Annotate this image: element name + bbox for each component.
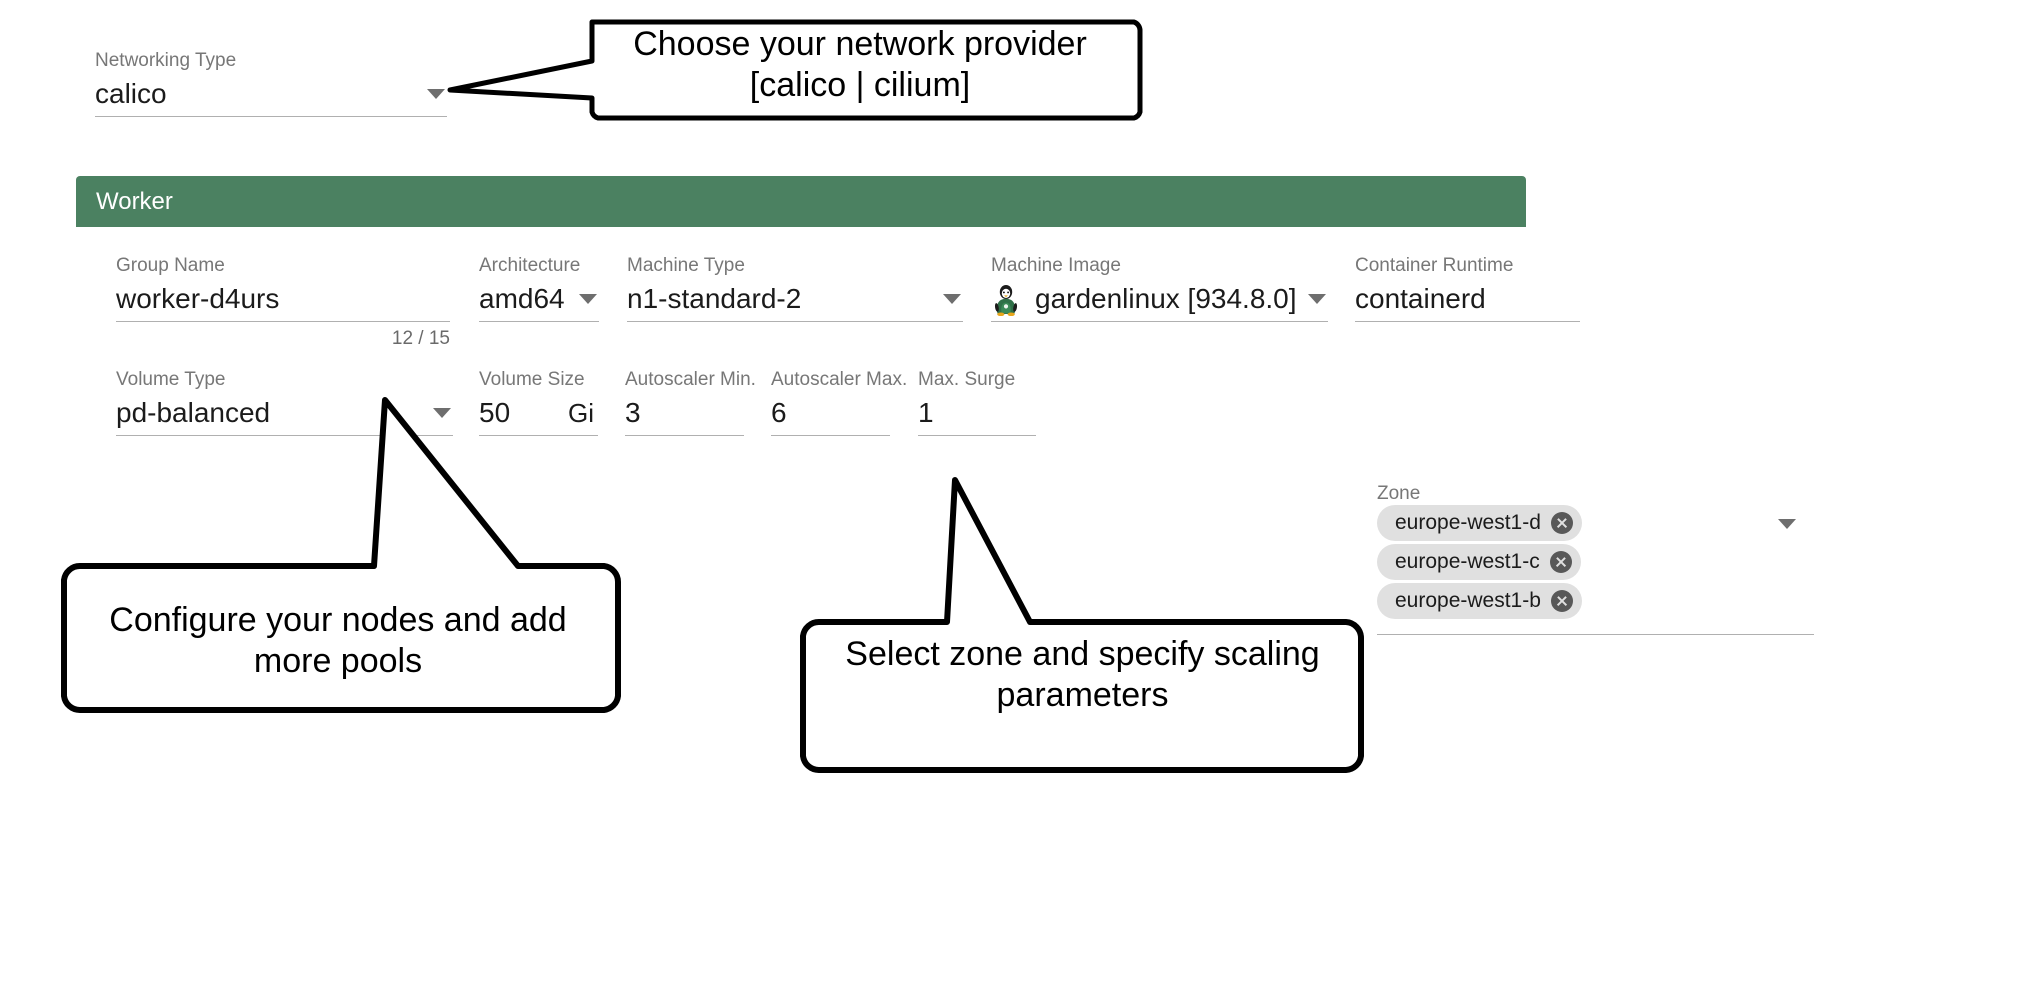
- volume-type-label: Volume Type: [116, 369, 226, 390]
- max-surge-field[interactable]: Max. Surge 1: [918, 369, 1036, 436]
- close-circle-icon[interactable]: [1550, 512, 1573, 534]
- networking-type-select[interactable]: calico: [95, 72, 447, 117]
- chevron-down-icon[interactable]: [943, 294, 961, 304]
- callout-right-text: Select zone and specify scaling paramete…: [845, 635, 1320, 714]
- architecture-label: Architecture: [479, 255, 581, 276]
- machine-type-field[interactable]: Machine Type n1-standard-2: [627, 255, 963, 322]
- zone-chip-label: europe-west1-d: [1395, 511, 1541, 534]
- zone-field[interactable]: Zone europe-west1-d europe-west1-c europ…: [1377, 483, 1814, 635]
- container-runtime-field[interactable]: Container Runtime containerd: [1355, 255, 1580, 322]
- chevron-down-icon[interactable]: [1778, 519, 1796, 529]
- chevron-down-icon[interactable]: [433, 408, 451, 418]
- penguin-icon: [991, 284, 1021, 317]
- architecture-value: amd64: [479, 283, 565, 314]
- close-circle-icon[interactable]: [1549, 551, 1572, 573]
- zone-chip[interactable]: europe-west1-b: [1377, 583, 1582, 619]
- autoscaler-max-label: Autoscaler Max.: [771, 369, 908, 390]
- volume-size-label: Volume Size: [479, 369, 585, 390]
- chevron-down-icon[interactable]: [579, 294, 597, 304]
- chevron-down-icon[interactable]: [1308, 294, 1326, 304]
- networking-type-field[interactable]: Networking Type calico: [95, 50, 447, 117]
- max-surge-label: Max. Surge: [918, 369, 1016, 390]
- callout-top-text: Choose your network provider [calico | c…: [633, 25, 1087, 104]
- zone-chip[interactable]: europe-west1-d: [1377, 505, 1582, 541]
- machine-image-field[interactable]: Machine Image gardenlinux [934.8.0]: [991, 255, 1328, 322]
- group-name-input[interactable]: worker-d4urs: [116, 277, 450, 322]
- networking-type-value: calico: [95, 78, 167, 109]
- container-runtime-value: containerd: [1355, 283, 1486, 314]
- group-name-value: worker-d4urs: [116, 283, 280, 314]
- autoscaler-min-field[interactable]: Autoscaler Min. 3: [625, 369, 756, 436]
- volume-type-select[interactable]: pd-balanced: [116, 391, 453, 436]
- zone-label: Zone: [1377, 483, 1421, 504]
- autoscaler-min-label: Autoscaler Min.: [625, 369, 756, 390]
- machine-type-select[interactable]: n1-standard-2: [627, 277, 963, 322]
- machine-type-label: Machine Type: [627, 255, 745, 276]
- machine-image-label: Machine Image: [991, 255, 1121, 276]
- zone-chip-list[interactable]: europe-west1-d europe-west1-c europe-wes…: [1377, 505, 1814, 635]
- volume-size-unit: Gi: [568, 397, 594, 428]
- volume-size-value: 50: [479, 397, 511, 428]
- worker-pool-card: Worker: [76, 176, 1526, 227]
- autoscaler-max-input[interactable]: 6: [771, 391, 890, 436]
- zone-chip-label: europe-west1-c: [1395, 550, 1540, 573]
- close-circle-icon[interactable]: [1550, 590, 1573, 612]
- group-name-field[interactable]: Group Name worker-d4urs 12 / 15: [116, 255, 450, 350]
- container-runtime-label: Container Runtime: [1355, 255, 1514, 276]
- callout-right-shape: [800, 477, 1365, 774]
- max-surge-value: 1: [918, 397, 934, 428]
- worker-card-header: Worker: [76, 176, 1526, 227]
- zone-chip-label: europe-west1-b: [1395, 589, 1541, 612]
- group-name-label: Group Name: [116, 255, 225, 276]
- architecture-field[interactable]: Architecture amd64: [479, 255, 599, 322]
- volume-type-value: pd-balanced: [116, 397, 271, 428]
- volume-size-input[interactable]: 50 Gi: [479, 391, 598, 436]
- machine-image-select[interactable]: gardenlinux [934.8.0]: [991, 277, 1328, 322]
- machine-type-value: n1-standard-2: [627, 283, 802, 314]
- networking-type-label: Networking Type: [95, 50, 237, 71]
- machine-image-value: gardenlinux [934.8.0]: [1035, 283, 1297, 314]
- group-name-counter: 12 / 15: [391, 328, 450, 349]
- autoscaler-max-value: 6: [771, 397, 787, 428]
- volume-size-field[interactable]: Volume Size 50 Gi: [479, 369, 598, 436]
- architecture-select[interactable]: amd64: [479, 277, 599, 322]
- autoscaler-min-input[interactable]: 3: [625, 391, 744, 436]
- callout-left-text: Configure your nodes and add more pools: [109, 601, 567, 680]
- autoscaler-max-field[interactable]: Autoscaler Max. 6: [771, 369, 908, 436]
- chevron-down-icon[interactable]: [427, 89, 445, 99]
- container-runtime-input[interactable]: containerd: [1355, 277, 1580, 322]
- autoscaler-min-value: 3: [625, 397, 641, 428]
- max-surge-input[interactable]: 1: [918, 391, 1036, 436]
- volume-type-field[interactable]: Volume Type pd-balanced: [116, 369, 453, 436]
- zone-chip[interactable]: europe-west1-c: [1377, 544, 1581, 580]
- worker-card-title: Worker: [96, 187, 173, 215]
